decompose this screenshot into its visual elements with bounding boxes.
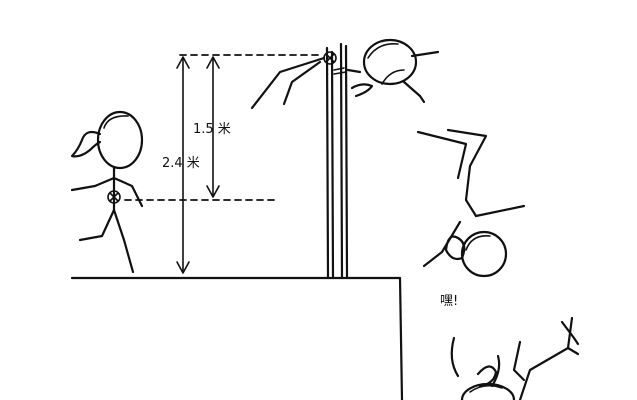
label-2-4m: 2.4 米 bbox=[162, 156, 200, 171]
label-1-5m: 1.5 米 bbox=[193, 122, 231, 137]
label-exclaim: 嘿! bbox=[440, 294, 458, 309]
standing-figure bbox=[70, 110, 144, 274]
arrow-upper-height bbox=[206, 56, 220, 198]
top-flipping-figure bbox=[250, 38, 440, 110]
pole bbox=[323, 42, 349, 280]
bottom-falling-figure bbox=[450, 316, 580, 400]
ledge-outline bbox=[70, 276, 404, 400]
arrow-total-height bbox=[176, 56, 190, 274]
middle-falling-figure bbox=[416, 128, 526, 278]
